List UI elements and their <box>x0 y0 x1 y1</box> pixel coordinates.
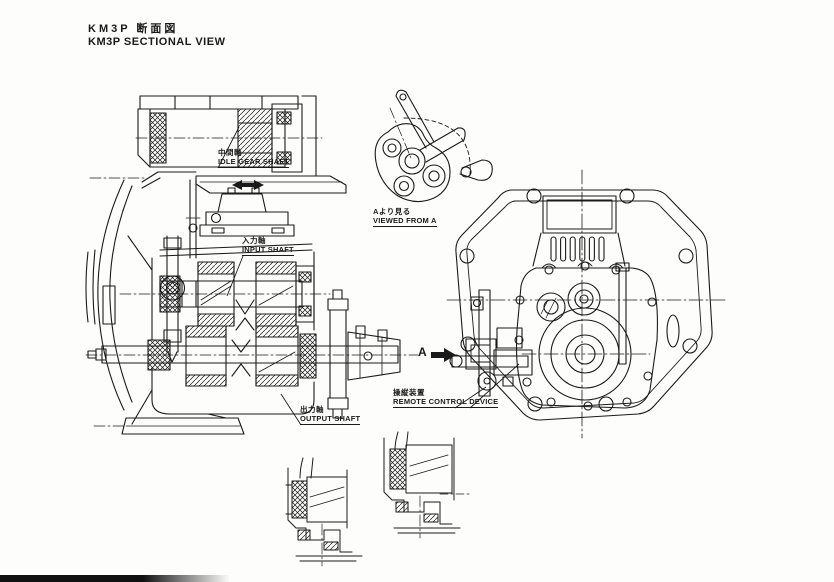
flange-bolt-holes <box>459 188 698 412</box>
idle-gear-assembly <box>135 95 323 177</box>
scan-artifact-bar <box>0 575 230 582</box>
label-idle-gear-shaft-en: IDLE GEAR SHAFT <box>218 157 289 168</box>
main-sectional-view <box>85 95 419 435</box>
label-output-shaft-en: OUTPUT SHAFT <box>300 414 361 425</box>
label-remote-control-device: 操縦装置 REMOTE CONTROL DEVICE <box>393 388 499 408</box>
viewed-from-a-detail <box>374 89 493 203</box>
label-input-shaft-en: INPUT SHAFT <box>242 245 294 256</box>
engine-interface <box>85 171 245 435</box>
bottom-detail-left <box>285 457 363 567</box>
top-plate-and-fins <box>532 195 626 267</box>
label-viewed-from-a-en: VIEWED FROM A <box>373 216 437 227</box>
label-output-shaft: 出力軸 OUTPUT SHAFT <box>300 405 361 425</box>
label-idle-gear-shaft: 中間軸 IDLE GEAR SHAFT <box>218 148 289 168</box>
label-idle-gear-shaft-jp: 中間軸 <box>218 148 242 157</box>
shift-shelf <box>195 175 347 194</box>
label-input-shaft: 入力軸 INPUT SHAFT <box>242 236 294 256</box>
page-title: KM3P 断面図 KM3P SECTIONAL VIEW <box>88 23 225 49</box>
label-viewed-from-a: Aより見る VIEWED FROM A <box>373 207 437 227</box>
flange-rear-view <box>446 169 729 439</box>
remote-control-device <box>449 289 533 397</box>
label-input-shaft-jp: 入力軸 <box>242 236 266 245</box>
page-title-jp: KM3P 断面図 <box>88 23 179 35</box>
mount-bracket <box>199 187 295 237</box>
inner-gear-housing <box>514 261 658 411</box>
label-viewed-from-a-jp: Aより見る <box>373 207 411 216</box>
label-remote-control-device-jp: 操縦装置 <box>393 388 425 397</box>
output-shaft-assembly <box>85 289 419 419</box>
label-remote-control-device-en: REMOTE CONTROL DEVICE <box>393 397 499 408</box>
section-arrow-icon <box>431 348 456 362</box>
bottom-detail-right <box>383 431 471 539</box>
section-marker-a: A <box>418 345 427 359</box>
label-leader-lines <box>217 126 520 426</box>
flange-centerlines <box>446 169 729 439</box>
label-output-shaft-jp: 出力軸 <box>300 405 324 414</box>
page-title-en: KM3P SECTIONAL VIEW <box>88 36 226 48</box>
